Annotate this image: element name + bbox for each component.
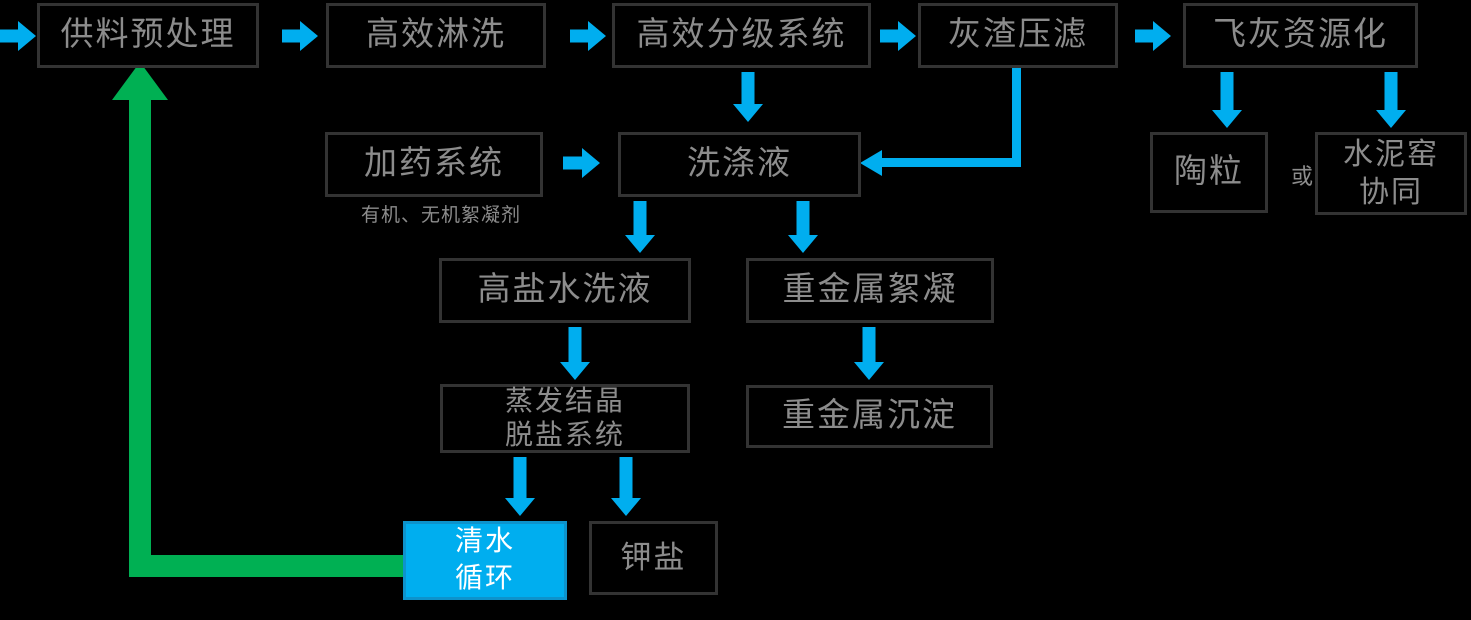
connector-recycle-horizontal — [129, 555, 403, 577]
arrow-brine-evap — [560, 327, 590, 380]
arrow-evap-water — [505, 457, 535, 516]
arrow-washliq-brine — [625, 201, 655, 253]
node-cement-kiln-codisposal: 水泥窑 协同 — [1315, 132, 1467, 215]
node-heavy-metal-flocculation: 重金属絮凝 — [746, 258, 994, 323]
arrow-grading-press — [880, 21, 916, 51]
node-high-salinity-wash-liquid: 高盐水洗液 — [439, 258, 691, 323]
arrow-washliq-floc — [788, 201, 818, 253]
node-ceramsite: 陶粒 — [1150, 132, 1268, 213]
connector-press-washliq-horizontal — [880, 158, 1021, 167]
arrow-dosing-washliq — [563, 148, 600, 178]
arrow-flyash-ceramsite — [1212, 72, 1242, 128]
dosing-flocculant-note: 有机、无机絮凝剂 — [360, 205, 521, 226]
arrow-rinse-grading — [570, 21, 606, 51]
arrow-grading-washliq — [733, 72, 763, 122]
node-evaporation-crystallization-desalination: 蒸发结晶 脱盐系统 — [440, 384, 690, 453]
arrowhead-press-washliq — [860, 150, 882, 176]
arrow-flyash-cement — [1376, 72, 1406, 128]
node-washing-liquid: 洗涤液 — [618, 132, 861, 197]
node-clean-water-recycle: 清水 循环 — [403, 521, 567, 600]
node-heavy-metal-precipitation: 重金属沉淀 — [746, 385, 993, 448]
connector-recycle-vertical — [129, 98, 151, 577]
arrow-input-feed — [0, 21, 36, 51]
connector-press-washliq-vertical — [1012, 67, 1021, 167]
node-flyash-resource-utilization: 飞灰资源化 — [1183, 3, 1418, 68]
node-feed-pretreatment: 供料预处理 — [37, 3, 259, 68]
node-residue-filter-press: 灰渣压滤 — [918, 3, 1118, 68]
arrowhead-recycle-feed — [112, 62, 168, 100]
node-potassium-salt: 钾盐 — [589, 521, 718, 595]
arrow-evap-potash — [611, 457, 641, 516]
node-grading-system: 高效分级系统 — [612, 3, 871, 68]
node-dosing-system: 加药系统 — [325, 132, 543, 197]
arrow-floc-precip — [854, 327, 884, 380]
arrow-press-flyash — [1135, 21, 1171, 51]
or-connector-label: 或 — [1290, 164, 1313, 189]
node-high-efficiency-rinsing: 高效淋洗 — [326, 3, 546, 68]
arrow-feed-rinse — [282, 21, 318, 51]
